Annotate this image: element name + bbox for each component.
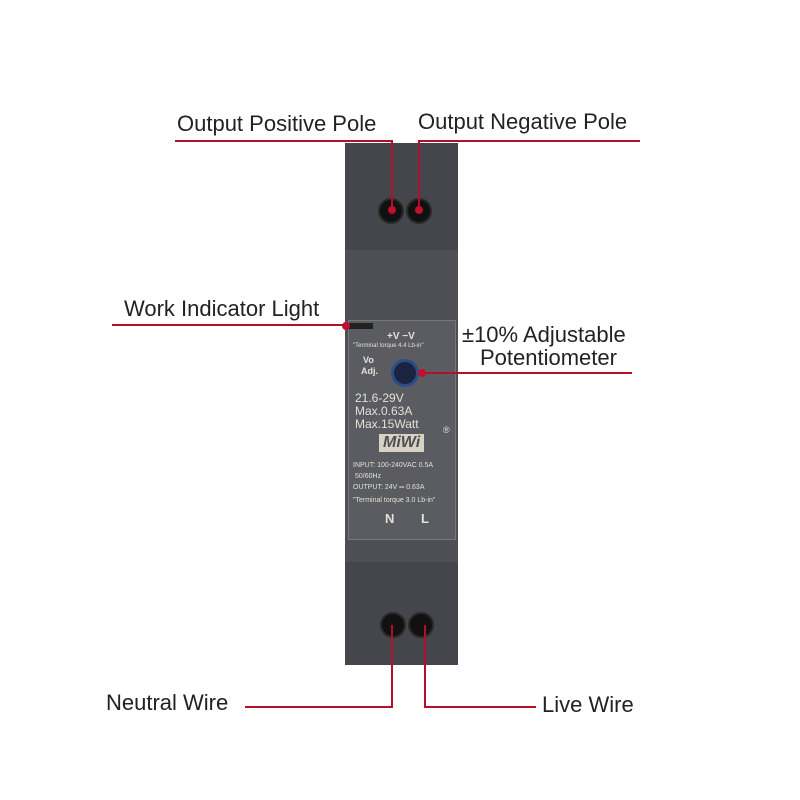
neutral-leader-h: [245, 706, 393, 708]
power-text: Max.15Watt: [355, 417, 419, 431]
negative-leader-v: [418, 140, 420, 210]
positive-dot: [388, 206, 396, 214]
torque-top: "Terminal torque 4.4 Lb-in": [353, 343, 424, 349]
output-negative-label: Output Negative Pole: [418, 109, 628, 134]
negative-dot: [415, 206, 423, 214]
torque-bottom: "Terminal torque 3.0 Lb-in": [353, 497, 436, 504]
output-positive-label: Output Positive Pole: [177, 111, 377, 136]
potentiometer-label-1: ±10% Adjustable: [462, 322, 626, 347]
brand-logo: MiWi: [379, 434, 425, 452]
negative-leader-h: [418, 140, 640, 142]
indicator-leader: [112, 324, 347, 326]
work-indicator-label: Work Indicator Light: [124, 296, 320, 321]
registered-mark: ®: [443, 425, 450, 435]
live-leader-h: [424, 706, 536, 708]
live-label: Live Wire: [542, 692, 634, 717]
label-plate: +V −V "Terminal torque 4.4 Lb-in" Vo Adj…: [348, 320, 456, 540]
screw-live: [408, 612, 434, 638]
vo-label: Vo: [363, 355, 374, 365]
current-text: Max.0.63A: [355, 404, 413, 418]
polarity-text: +V −V: [387, 331, 415, 342]
bottom-terminal-block: [345, 562, 458, 665]
indicator-light: [349, 323, 373, 329]
adj-label: Adj.: [361, 366, 378, 376]
screw-neutral: [380, 612, 406, 638]
output-spec: OUTPUT: 24V ═ 0.63A: [353, 484, 425, 491]
potentiometer-dot: [418, 369, 426, 377]
l-label: L: [421, 511, 429, 526]
potentiometer-leader: [424, 372, 632, 374]
potentiometer-knob[interactable]: [391, 359, 419, 387]
potentiometer-label-2: Potentiometer: [480, 345, 617, 370]
input-spec: INPUT: 100-240VAC 0.5A: [353, 462, 434, 469]
indicator-dot: [342, 322, 350, 330]
neutral-label: Neutral Wire: [106, 690, 229, 715]
live-leader-v: [424, 625, 426, 708]
n-label: N: [385, 511, 395, 526]
freq-spec: 50/60Hz: [355, 473, 382, 480]
positive-leader-v: [391, 140, 393, 210]
top-terminal-block: [345, 143, 458, 250]
positive-leader-h: [175, 140, 393, 142]
voltage-text: 21.6-29V: [355, 391, 404, 405]
neutral-leader-v: [391, 625, 393, 708]
